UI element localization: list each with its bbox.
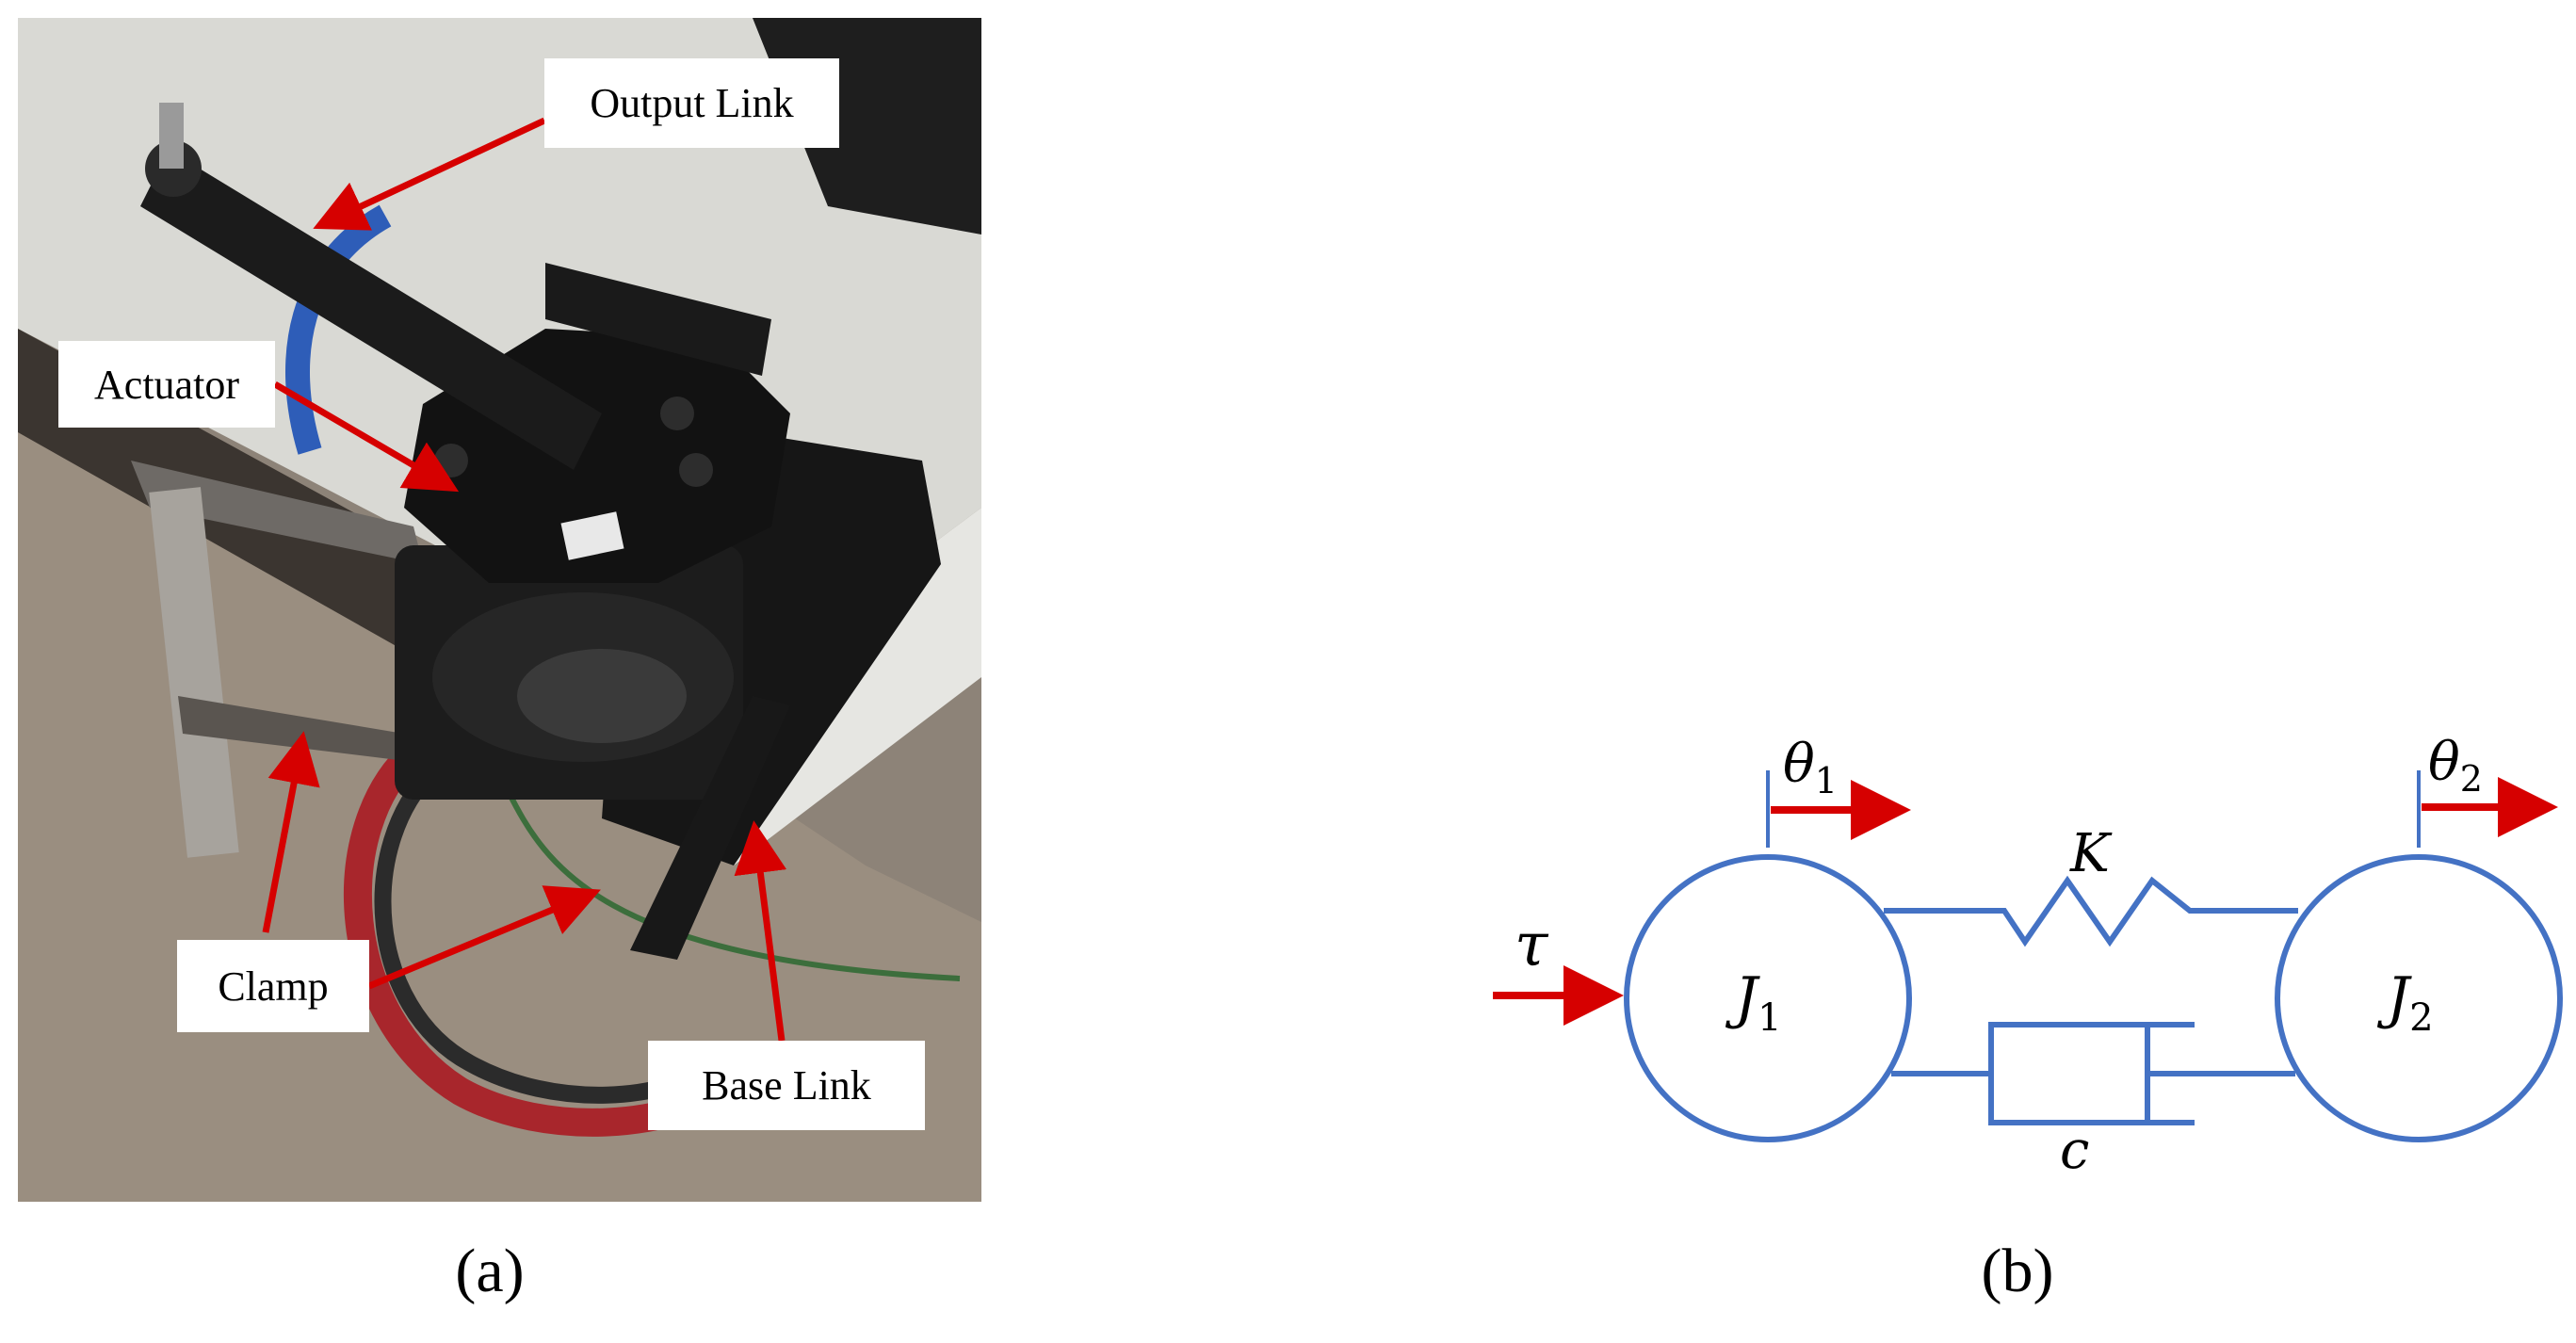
inertia-2-circle — [2275, 854, 2563, 1142]
inertia-1-label: J1 — [1725, 965, 1782, 1040]
two-mass-schematic: τ J1 J2 θ1 θ2 K c — [1493, 732, 2563, 1181]
theta-2-label: θ2 — [2428, 732, 2483, 800]
damping-label: c — [2060, 1120, 2089, 1181]
inertia-2-label: J2 — [2376, 965, 2434, 1040]
output-link-callout: Output Link — [544, 58, 839, 148]
panel-a-label: (a) — [455, 1237, 525, 1305]
clamp-callout: Clamp — [177, 940, 369, 1032]
damper-element — [1891, 1022, 2295, 1125]
torque-symbol: τ — [1515, 911, 1549, 980]
inertia-1-circle — [1624, 854, 1912, 1142]
spring-element — [1884, 875, 2298, 947]
panel-b-label: (b) — [1981, 1237, 2054, 1305]
base-link-callout: Base Link — [648, 1041, 925, 1130]
stiffness-label: K — [2069, 823, 2113, 884]
theta-1-label: θ1 — [1783, 734, 1838, 801]
actuator-setup-photo — [18, 18, 981, 1202]
actuator-callout: Actuator — [58, 341, 275, 428]
